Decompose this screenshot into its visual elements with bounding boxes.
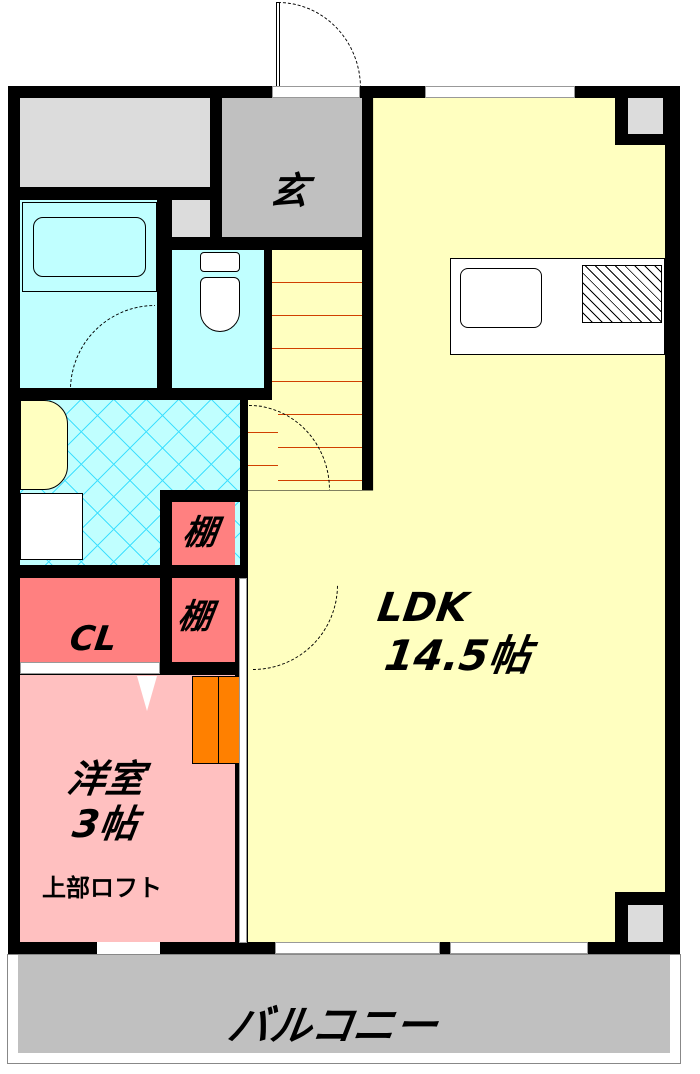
shelf-upper xyxy=(172,502,235,565)
entrance xyxy=(222,98,362,237)
closet xyxy=(20,578,160,662)
shelf-wall xyxy=(160,490,248,502)
shelf-upper-label: 棚 xyxy=(180,513,220,553)
storage-top xyxy=(20,98,210,187)
window-top xyxy=(425,86,575,98)
stove-icon xyxy=(582,265,662,323)
western-room-size: 3帖 xyxy=(69,802,141,846)
partition-window xyxy=(239,578,247,943)
ldk-lower xyxy=(248,502,378,942)
toilet-tank xyxy=(200,252,240,272)
entrance-label: 玄 xyxy=(266,169,312,213)
closet-label: CL xyxy=(67,619,120,659)
pillar-top-inner xyxy=(628,98,663,134)
ldk-name: LDK xyxy=(374,585,471,631)
door-opening xyxy=(272,86,360,98)
shelf-lower-label: 棚 xyxy=(175,597,215,637)
loft-note: 上部ロフト xyxy=(42,874,162,902)
storage-small xyxy=(172,200,210,237)
sliding-window-2 xyxy=(450,942,588,954)
shelf-lower xyxy=(172,578,235,662)
loft-stairs xyxy=(192,676,244,764)
western-room-name: 洋室 xyxy=(64,757,148,801)
shelf-wall-v xyxy=(160,490,172,565)
pillar-bottom-inner xyxy=(628,905,663,942)
sliding-window-1 xyxy=(275,942,440,954)
bathtub-inner xyxy=(33,217,146,277)
washing-machine xyxy=(20,493,83,560)
bathtub xyxy=(22,202,157,292)
closet-door xyxy=(20,662,160,674)
window-western xyxy=(97,942,160,954)
kitchen-sink-icon xyxy=(460,268,542,328)
balcony xyxy=(7,954,681,1064)
ldk-size: 14.5帖 xyxy=(381,631,535,680)
balcony-label: バルコニー xyxy=(224,1001,441,1050)
ldk-main xyxy=(375,98,665,942)
wash-basin xyxy=(20,400,68,490)
toilet-bowl xyxy=(200,277,240,332)
entry-arrow-icon xyxy=(137,676,157,711)
